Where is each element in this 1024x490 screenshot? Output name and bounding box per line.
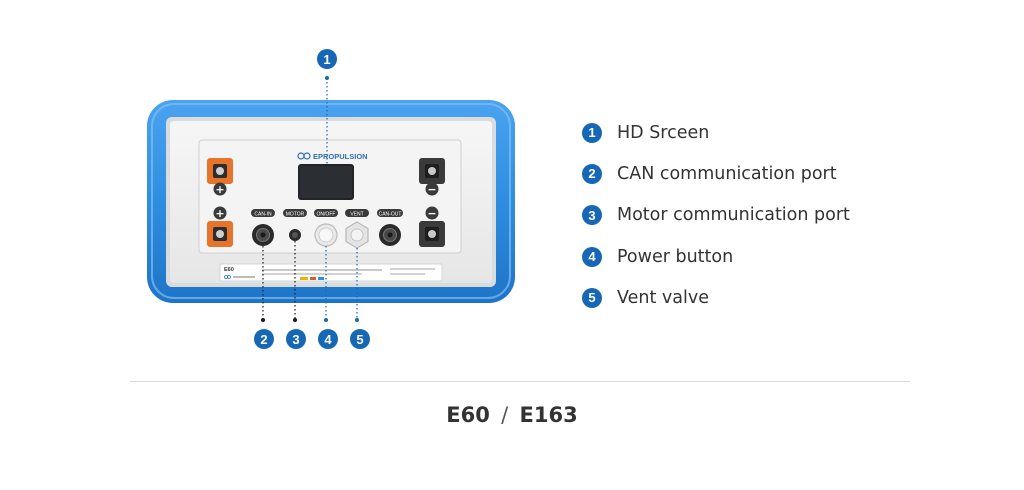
callout-dot-4	[324, 318, 328, 322]
svg-text:MOTOR: MOTOR	[286, 212, 305, 218]
motor-port	[289, 229, 301, 241]
model-name-a: E60	[446, 403, 490, 427]
minus-symbol-top: −	[425, 182, 439, 196]
svg-text:5: 5	[356, 332, 363, 347]
svg-text:CAN-IN: CAN-IN	[254, 212, 272, 218]
product-label-sticker: E60	[219, 263, 443, 282]
port-label-can-out: CAN-OUT	[377, 209, 403, 218]
hd-screen	[298, 164, 354, 200]
svg-text:2: 2	[260, 332, 267, 347]
callout-badge-2: 2	[254, 329, 274, 349]
model-name-b: E163	[519, 403, 578, 427]
brand-logo: EPROPULSION	[297, 152, 368, 161]
legend-badge-4: 4	[582, 246, 602, 267]
legend-item: 4 Power button	[582, 236, 850, 277]
callout-legend: 1 HD Srceen 2 CAN communication port 3 M…	[582, 112, 850, 318]
callout-badge-3: 3	[286, 329, 306, 349]
legend-item: 1 HD Srceen	[582, 112, 850, 153]
positive-terminal-top	[207, 158, 233, 184]
minus-symbol-bottom: −	[425, 206, 439, 220]
positive-terminal-bottom	[207, 221, 233, 247]
callout-dot-5	[355, 318, 359, 322]
callout-badge-4: 4	[318, 329, 338, 349]
legend-item: 5 Vent valve	[582, 277, 850, 318]
can-in-port	[252, 224, 274, 246]
port-label-vent: VENT	[345, 209, 369, 218]
callout-lines	[262, 78, 358, 320]
legend-label-3: Motor communication port	[617, 205, 850, 226]
legend-label-4: Power button	[617, 246, 734, 267]
brand-text: EPROPULSION	[313, 152, 368, 161]
legend-item: 2 CAN communication port	[582, 153, 850, 194]
port-label-on-off: ON/OFF	[314, 209, 338, 218]
callout-dot-2	[261, 318, 265, 322]
plus-symbol-top: +	[213, 182, 227, 196]
svg-text:ON/OFF: ON/OFF	[317, 212, 336, 218]
port-label-can-in: CAN-IN	[251, 209, 275, 218]
model-caption: E60 / E163	[0, 403, 1024, 427]
callout-badge-1: 1	[317, 49, 337, 69]
can-out-port	[379, 224, 401, 246]
svg-text:3: 3	[292, 332, 299, 347]
legend-badge-3: 3	[582, 205, 602, 226]
svg-text:4: 4	[324, 332, 332, 347]
legend-item: 3 Motor communication port	[582, 195, 850, 236]
svg-text:VENT: VENT	[350, 212, 363, 218]
vent-valve	[345, 221, 369, 249]
svg-text:+: +	[215, 183, 224, 196]
power-button	[314, 223, 338, 247]
legend-label-5: Vent valve	[617, 287, 709, 308]
svg-text:+: +	[215, 207, 224, 220]
svg-text:CAN-OUT: CAN-OUT	[379, 212, 402, 218]
legend-badge-1: 1	[582, 122, 602, 143]
legend-badge-5: 5	[582, 287, 602, 308]
svg-text:1: 1	[323, 52, 330, 67]
port-label-motor: MOTOR	[283, 209, 307, 218]
legend-label-2: CAN communication port	[617, 163, 837, 184]
plus-symbol-bottom: +	[213, 206, 227, 220]
legend-label-1: HD Srceen	[617, 122, 710, 143]
divider	[130, 381, 910, 382]
svg-text:−: −	[427, 183, 436, 196]
svg-text:E60: E60	[224, 267, 234, 273]
negative-terminal-top	[419, 158, 445, 184]
svg-text:−: −	[427, 207, 436, 220]
model-separator: /	[501, 403, 509, 427]
negative-terminal-bottom	[419, 221, 445, 247]
legend-badge-2: 2	[582, 163, 602, 184]
callout-badge-5: 5	[350, 329, 370, 349]
callout-dot-1	[325, 76, 329, 80]
callout-dot-3	[293, 318, 297, 322]
